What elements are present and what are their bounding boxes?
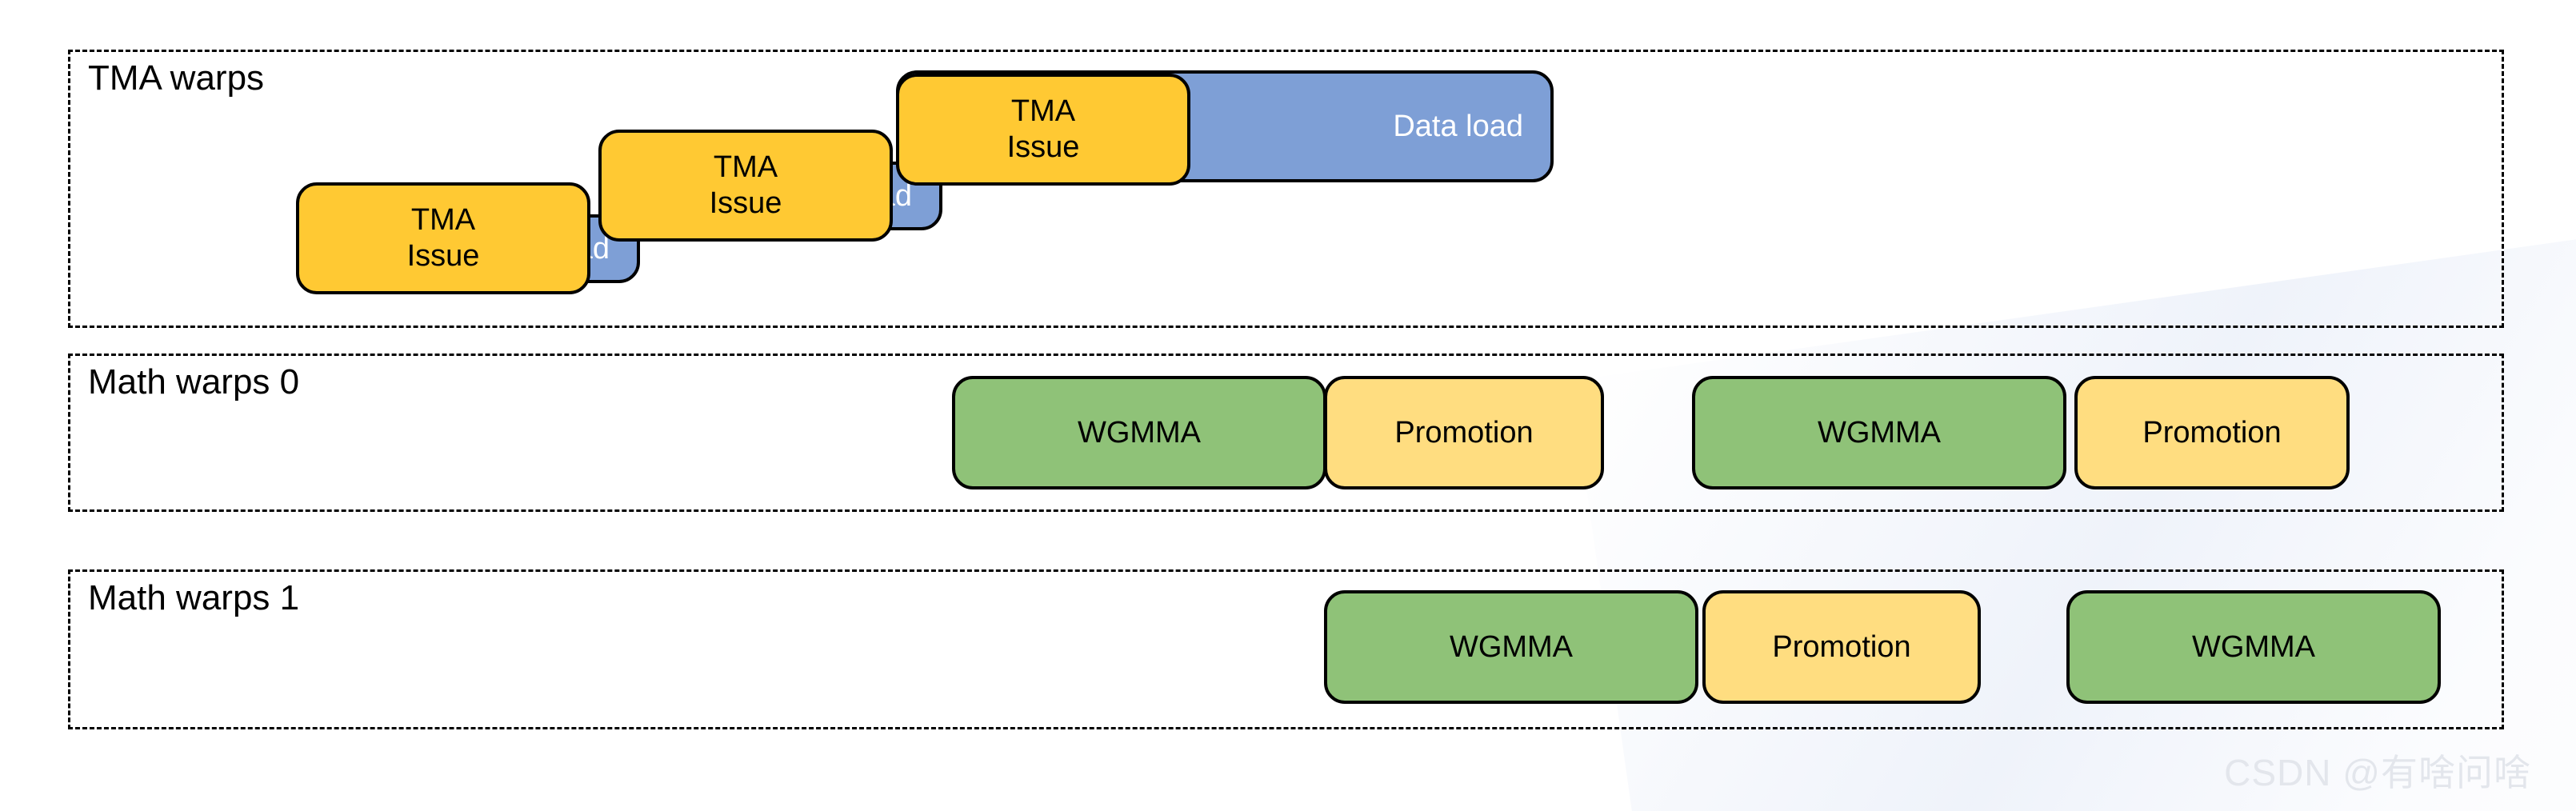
csdn-watermark: CSDN @有啥问啥 (2224, 752, 2531, 793)
block-tma-issue-tma-warps-3[interactable]: TMA Issue (296, 182, 590, 294)
lane-label-math-warps-0: Math warps 0 (88, 362, 300, 402)
block-promotion-math-warps-0-3[interactable]: Promotion (2074, 376, 2350, 489)
lane-label-tma-warps: TMA warps (88, 58, 265, 98)
block-tma-issue-tma-warps-5[interactable]: TMA Issue (896, 74, 1190, 186)
block-wgmma-math-warps-0-0[interactable]: WGMMA (952, 376, 1326, 489)
block-wgmma-math-warps-0-2[interactable]: WGMMA (1692, 376, 2066, 489)
block-tma-issue-tma-warps-4[interactable]: TMA Issue (598, 130, 893, 242)
lane-label-math-warps-1: Math warps 1 (88, 578, 300, 617)
block-wgmma-math-warps-1-2[interactable]: WGMMA (2066, 590, 2441, 704)
lane-math-warps-1: Math warps 1 (68, 569, 2504, 729)
block-promotion-math-warps-0-1[interactable]: Promotion (1324, 376, 1604, 489)
block-wgmma-math-warps-1-0[interactable]: WGMMA (1324, 590, 1698, 704)
lane-tma-warps: TMA warps (68, 50, 2504, 328)
lane-math-warps-0: Math warps 0 (68, 354, 2504, 512)
block-promotion-math-warps-1-1[interactable]: Promotion (1702, 590, 1981, 704)
